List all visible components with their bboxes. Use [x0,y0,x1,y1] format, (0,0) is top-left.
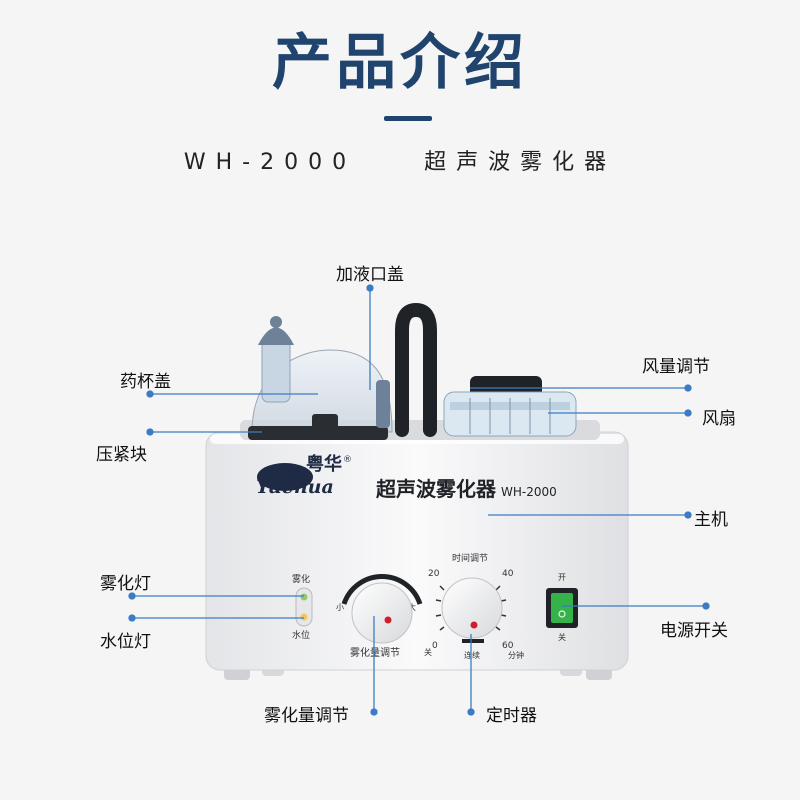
timer-mark-40: 40 [502,569,514,579]
mist-volume-knob[interactable] [351,582,413,644]
timer-off-label: 关 [424,647,432,657]
indicator-mist-label: 雾化 [292,573,310,585]
cup-lid-stem [261,337,291,403]
timer-title: 时间调节 [452,552,488,564]
callout-mist-adjust: 雾化量调节 [264,706,349,726]
panel-product-name: 超声波雾化器 [375,477,497,501]
switch-off-label: 关 [558,632,566,642]
brand-chinese: 粤华 [306,453,342,475]
timer-mark-60: 60 [502,641,514,651]
mist-min-label: 小 [336,603,344,612]
title-underline [384,116,432,121]
clamp-block [248,426,388,440]
mist-knob-label: 雾化量调节 [350,646,400,659]
timer-ticks [435,585,507,631]
registered-mark: ® [343,455,352,465]
mist-max-label: 大 [408,602,416,612]
timer-knob[interactable] [441,577,503,639]
indicator-water-label: 水位 [292,629,310,641]
hose [395,302,437,437]
callout-mist-light: 雾化灯 [100,574,151,594]
product-subtitle: WH-2000 超声波雾化器 [183,150,617,175]
fill-cap-post [376,380,390,428]
timer-continuous-label: 连续 [464,650,480,660]
water-light [300,613,308,621]
page-title: 产品介绍 [272,28,528,98]
callout-fill-cap: 加液口盖 [336,265,404,285]
switch-on-label: 开 [558,573,566,582]
callout-clamp-block: 压紧块 [96,445,147,465]
brand-logo-text: Yuenua [256,476,334,498]
callout-cup-lid: 药杯盖 [120,372,171,392]
callout-airflow-adjust: 风量调节 [642,357,710,377]
callout-power-switch: 电源开关 [660,621,728,641]
callout-timer: 定时器 [486,706,537,726]
callout-water-light: 水位灯 [100,632,151,652]
callout-main-unit: 主机 [694,510,728,530]
callout-lines [128,284,710,716]
mist-light [300,593,308,601]
timer-mark-20: 20 [428,569,440,579]
brand-logo [257,463,313,491]
cup-lid-cap [258,327,294,345]
panel-model: WH-2000 [501,485,557,499]
power-switch[interactable] [551,593,573,623]
timer-mark-0: 0 [432,641,438,651]
timer-unit-label: 分钟 [508,650,524,660]
mist-dial-arc [341,573,423,605]
callout-fan: 风扇 [702,409,736,429]
